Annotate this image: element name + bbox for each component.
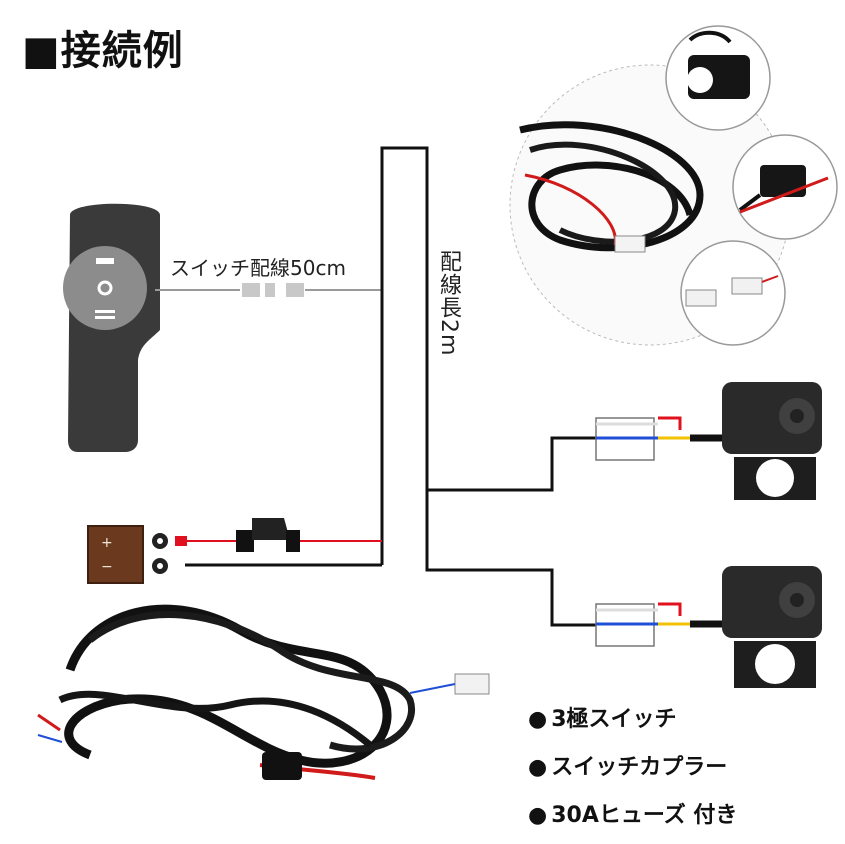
harness-photo-inset [509,25,838,346]
feature-text: 30Aヒューズ 付き [551,803,738,828]
feature-text: スイッチカプラー [551,755,728,780]
feature-list: ●3極スイッチ ●スイッチカプラー ●30Aヒューズ 付き [528,700,737,844]
battery: + − [87,525,168,584]
fuse-holder-photo [732,134,838,240]
battery-plus-sign: + [101,535,113,551]
main-wire [185,146,596,627]
page-title: ■接続例 [22,28,184,74]
switch-wire [155,283,382,297]
main-wire-length-label: 配線長2m [436,250,461,357]
harness-coil-photo [519,121,704,253]
bullet-icon: ● [528,707,548,732]
switch-wire-length-label: スイッチ配線50cm [170,256,346,280]
coupler-photo [680,240,786,346]
feature-item: ●30Aヒューズ 付き [528,796,737,844]
positive-wire-with-fuse [175,518,382,552]
feature-text: 3極スイッチ [551,707,677,732]
harness-coil-bottom [37,604,490,780]
battery-minus-sign: − [101,559,113,575]
bullet-icon: ● [528,803,548,828]
feature-item: ●スイッチカプラー [528,748,737,796]
rocker-switch [63,203,160,452]
feature-item: ●3極スイッチ [528,700,737,748]
bullet-icon: ● [528,755,548,780]
light-2 [595,566,822,688]
switch-mount-photo [665,25,771,131]
light-1 [595,382,822,500]
